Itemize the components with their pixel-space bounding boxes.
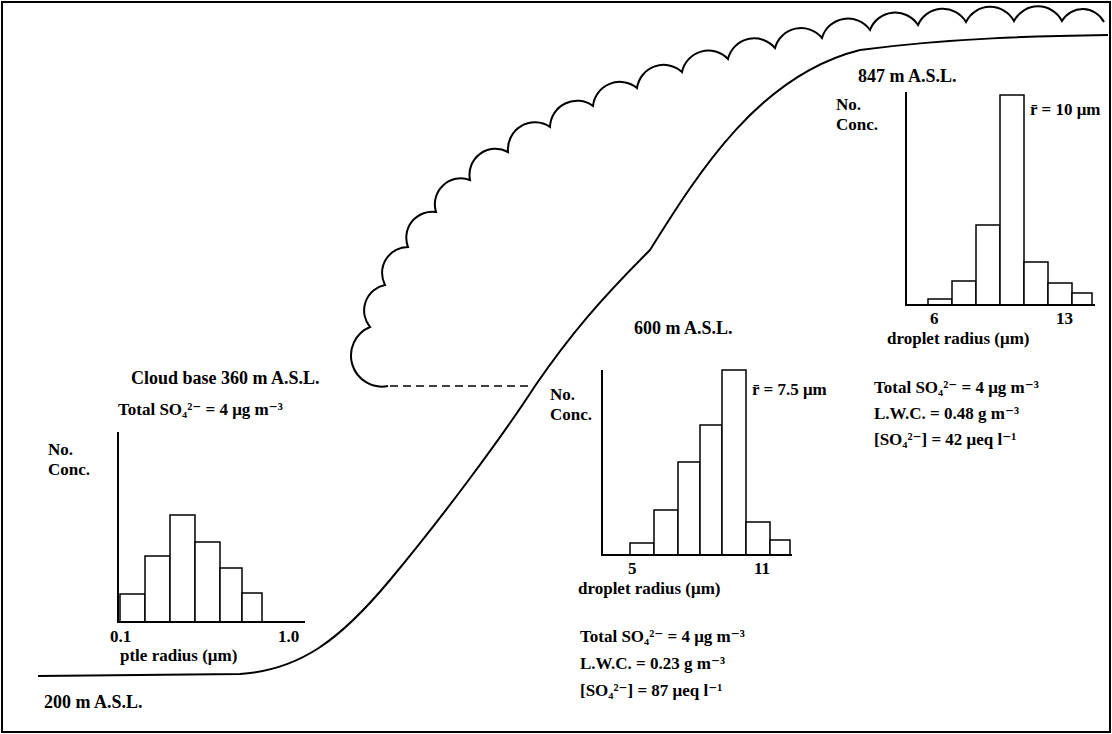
axis-title: No. Conc. [836, 95, 886, 136]
liquid-water-content: L.W.C. = 0.23 g m⁻³ [580, 654, 725, 674]
axis-title: droplet radius (μm) [578, 579, 721, 599]
altitude-label: 600 m A.S.L. [634, 318, 733, 340]
sulphate-concentration: [SO₄²⁻] = 87 μeq l⁻¹ [580, 681, 722, 701]
cloud-outline [351, 6, 1104, 386]
altitude-label: 200 m A.S.L. [44, 692, 143, 714]
tick-label: 11 [754, 559, 770, 579]
axis-title: No. Conc. [48, 440, 98, 481]
mean-radius-label: r̄ = 7.5 μm [752, 380, 827, 400]
sulphate-total: Total SO₄²⁻ = 4 μg m⁻³ [580, 627, 745, 647]
tick-label: 5 [628, 559, 637, 579]
droplet-histogram [906, 92, 1095, 305]
hill-profile [38, 35, 1108, 676]
tick-label: 0.1 [110, 627, 131, 647]
aerosol-histogram [118, 432, 305, 622]
tick-label: 6 [930, 309, 939, 329]
altitude-label: Cloud base 360 m A.S.L. [131, 368, 320, 390]
axis-title: No. Conc. [550, 385, 600, 426]
axis-title: droplet radius (μm) [887, 329, 1030, 349]
altitude-label: 847 m A.S.L. [858, 66, 957, 88]
sulphate-total: Total SO₄²⁻ = 4 μg m⁻³ [118, 400, 283, 420]
sulphate-total: Total SO₄²⁻ = 4 μg m⁻³ [874, 378, 1039, 398]
sulphate-concentration: [SO₄²⁻] = 42 μeq l⁻¹ [874, 430, 1016, 450]
tick-label: 1.0 [278, 627, 299, 647]
tick-label: 13 [1056, 309, 1073, 329]
mean-radius-label: r̄ = 10 μm [1030, 100, 1100, 120]
axis-title: ptle radius (μm) [120, 646, 237, 666]
liquid-water-content: L.W.C. = 0.48 g m⁻³ [874, 404, 1019, 424]
cloud-base-line [390, 385, 533, 387]
